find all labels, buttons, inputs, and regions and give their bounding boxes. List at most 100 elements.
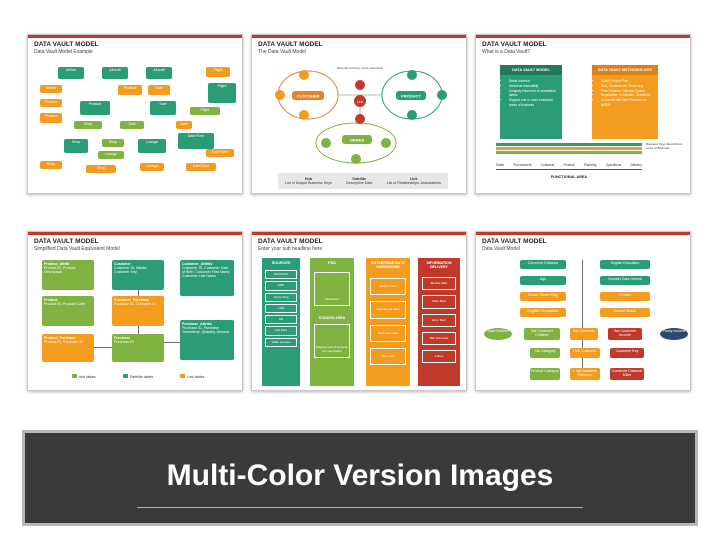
hub-sale: Sale (150, 101, 176, 115)
legend-satellite: Satellite tables (122, 374, 153, 379)
source-item: Other sources (265, 337, 297, 348)
delivery-head: INFORMATION DELIVERY (426, 261, 452, 269)
business-keys-note: Business Keys Span/Cross Lines of Busine… (646, 142, 683, 150)
slide-title: DATA VAULT MODEL (34, 238, 99, 245)
axis-label: Operations (605, 163, 622, 167)
connector (94, 347, 112, 348)
item-age: Age (520, 276, 566, 285)
item-commute-distance-miles: Commute Distance Miles (610, 368, 644, 380)
delivery-item: Cubes (422, 350, 456, 364)
sat-sale: Sale (148, 85, 170, 95)
sat-flight: Flight (206, 67, 230, 77)
connector (138, 290, 139, 296)
hub-flight: Flight (208, 83, 236, 103)
accent-bar (28, 35, 242, 38)
edw-column: ENTERPRISE DATA WAREHOUSE Metrics Vault … (366, 258, 410, 386)
banner-divider (137, 507, 583, 508)
thumbnail-simplified-model[interactable]: DATA VAULT MODEL Simplified Data Vault E… (27, 231, 243, 391)
axis-label: Sales (496, 163, 504, 167)
delivery-item: Star Schemas (422, 331, 456, 346)
hub-airline: Airline (58, 67, 84, 79)
sources-column: SOURCES SENSORS ERP Accounting CRM HR Fl… (262, 258, 300, 386)
slide-subtitle: Simplified Data Vault Equivalent Model (34, 246, 120, 252)
item-number-cars-owned: Number Cars Owned (600, 276, 650, 285)
accent-bar (252, 232, 466, 235)
hub-aircraft-2: Aircraft (146, 67, 172, 79)
sat-sale-2: Sale (176, 121, 192, 129)
model-item: Detail oriented (509, 79, 558, 84)
axis-title: FUNCTIONAL AREA (550, 175, 588, 179)
accent-bar (28, 232, 242, 235)
link-shop: Shop (102, 139, 124, 147)
item-hub-customer: Hub Customer (570, 348, 600, 358)
legend-hub: Hub tables (71, 374, 96, 379)
hub-order-label: ORDER (350, 138, 365, 143)
item-house-owner-flag: House Owner Flag (520, 292, 566, 301)
hub-product: Product (80, 101, 110, 115)
item-sat-customer: Sat Customer (570, 328, 598, 340)
source-item: Accounting (265, 292, 297, 302)
sources-head: SOURCES (271, 261, 291, 265)
model-column: DATA VAULT MODEL Detail oriented Histori… (500, 65, 562, 139)
slide-subtitle: The Data Vault Model (258, 49, 306, 55)
hub-aircraft: Aircraft (102, 67, 128, 79)
connector (138, 326, 139, 334)
slide-subtitle: Data Vault Model Example (34, 49, 93, 55)
sat-date: Date/Time (206, 149, 234, 157)
accent-bar (476, 232, 690, 235)
thumbnail-architecture[interactable]: DATA VAULT MODEL Enter your sub headline… (251, 231, 467, 391)
hub-customer-label: CUSTOMER (297, 94, 320, 99)
psa-column: PSA Persistent STAGING AREA Staging Area… (310, 258, 354, 386)
sat-airline: Airline (40, 85, 62, 93)
item-sat-customer-children: Sat Customer Children (524, 328, 560, 340)
banner-title: Multi-Color Version Images (166, 459, 554, 492)
title-banner: Multi-Color Version Images (22, 430, 698, 526)
methodology-item: Complete with best Practices for BI/DW (601, 98, 654, 108)
edw-item: Metrics Vault (370, 278, 406, 296)
item-total-children: Total Children (484, 328, 512, 340)
edw-item: Data Vault (370, 347, 406, 366)
slide-title: DATA VAULT MODEL (482, 41, 547, 48)
axis-label: Finance (563, 163, 575, 167)
history-note: Records a history of the interaction (337, 66, 384, 70)
accent-bar (476, 35, 690, 38)
thumbnail-vault-model-flow[interactable]: DATA VAULT MODEL Data Vault Model Commut… (475, 231, 691, 391)
slide-subtitle: Data Vault Model (482, 246, 520, 252)
sat-date-2: Date/Time (186, 163, 216, 171)
link-sale-shop: Sale (120, 121, 144, 129)
legend: Hub tables Satellite tables Link tables (58, 374, 218, 379)
edw-item: Operational Vault (370, 301, 406, 319)
slide-subtitle: What is a Data Vault? (482, 49, 530, 55)
item-customer-key: Customer Key (610, 348, 644, 358)
methodology-column: DATA VAULT METHODOLOGY CMMI, Project Pla… (592, 65, 658, 139)
edw-head: ENTERPRISE DATA WAREHOUSE (371, 261, 405, 269)
methodology-item: Peer Reviews, Release Cycles (601, 89, 654, 94)
hub-lounge: Lounge (138, 139, 166, 153)
sat-product: Product (118, 85, 142, 95)
item-commute-distance: Commute Distance (520, 260, 566, 269)
thumbnail-data-vault-example[interactable]: DATA VAULT MODEL Data Vault Model Exampl… (27, 34, 243, 194)
staging-area-head: STAGING AREA (318, 316, 346, 320)
thumbnail-what-is-data-vault[interactable]: DATA VAULT MODEL What is a Data Vault? D… (475, 34, 691, 194)
thumbnail-data-vault-model[interactable]: DATA VAULT MODEL The Data Vault Model CU… (251, 34, 467, 194)
psa-persistent: Persistent (314, 272, 350, 306)
link-flight: Flight (190, 107, 220, 115)
spine-line (582, 260, 583, 380)
methodology-item: CMMI, Project Plan (601, 79, 654, 84)
hub-product-label: PRODUCT (401, 94, 421, 99)
edw-item: Business Vault (370, 324, 406, 342)
sat-shop-lounge: Shop (86, 165, 116, 173)
source-item: HR (265, 315, 297, 325)
slide-title: DATA VAULT MODEL (258, 41, 323, 48)
sat-product-3: Product (40, 113, 62, 123)
item-yearly-income: Yearly Income (660, 328, 688, 340)
psa-head: PSA (328, 261, 336, 265)
